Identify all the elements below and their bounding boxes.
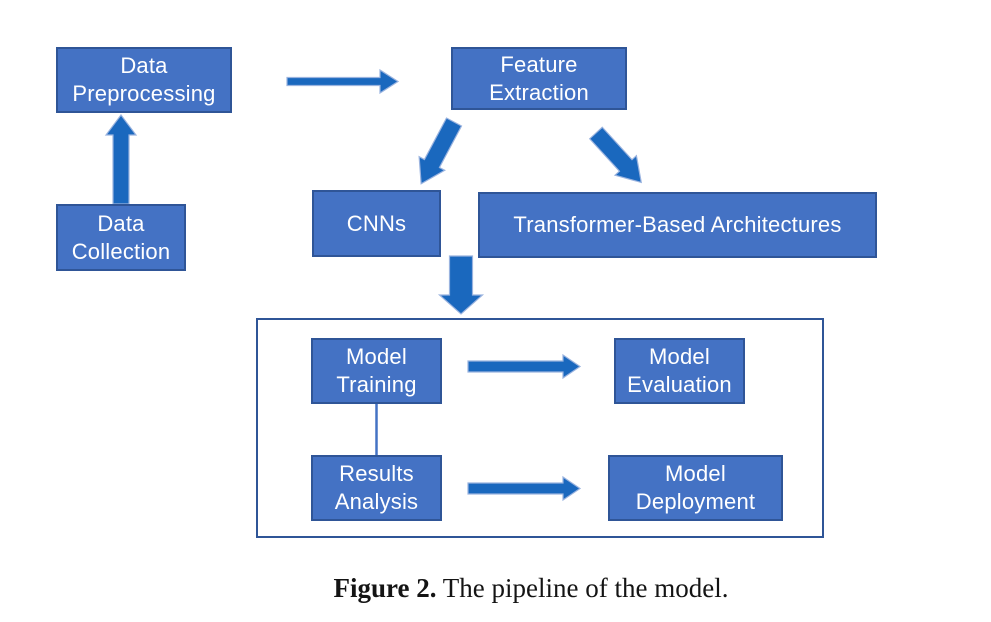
arrow-training-to-evaluation-icon (467, 353, 582, 380)
node-label: Model Evaluation (627, 344, 732, 397)
arrow-analysis-to-deployment-icon (467, 475, 582, 502)
node-data-preprocessing: Data Preprocessing (56, 47, 232, 113)
node-model-deployment: Model Deployment (608, 455, 783, 521)
figure-caption-label: Figure 2. (333, 573, 437, 603)
node-label: Transformer-Based Architectures (513, 212, 842, 237)
figure-caption-text: The pipeline of the model. (436, 573, 729, 603)
arrow-feature-extraction-to-transformer-icon (588, 126, 643, 184)
node-label: Data Preprocessing (72, 53, 216, 106)
node-label: CNNs (346, 210, 407, 236)
node-cnns: CNNs (312, 190, 441, 257)
arrow-to-training-container-icon (437, 255, 485, 315)
node-label: Feature Extraction (489, 51, 589, 105)
node-model-training: Model Training (311, 338, 442, 404)
arrow-feature-extraction-to-cnns-icon (418, 117, 463, 185)
node-label: Model Deployment (635, 461, 756, 514)
training-evaluation-container (256, 318, 824, 538)
arrow-preprocessing-to-feature-extraction-icon (286, 68, 400, 95)
node-label: Model Training (336, 344, 417, 397)
figure-caption: Figure 2. The pipeline of the model. (334, 573, 729, 604)
node-results-analysis: Results Analysis (311, 455, 442, 521)
node-label: Data Collection (71, 210, 171, 264)
node-transformer-based-architectures: Transformer-Based Architectures (478, 192, 877, 258)
node-model-evaluation: Model Evaluation (614, 338, 745, 404)
node-feature-extraction: Feature Extraction (451, 47, 627, 110)
node-data-collection: Data Collection (56, 204, 186, 271)
node-label: Results Analysis (334, 461, 419, 514)
arrow-collection-to-preprocessing-icon (104, 114, 138, 205)
